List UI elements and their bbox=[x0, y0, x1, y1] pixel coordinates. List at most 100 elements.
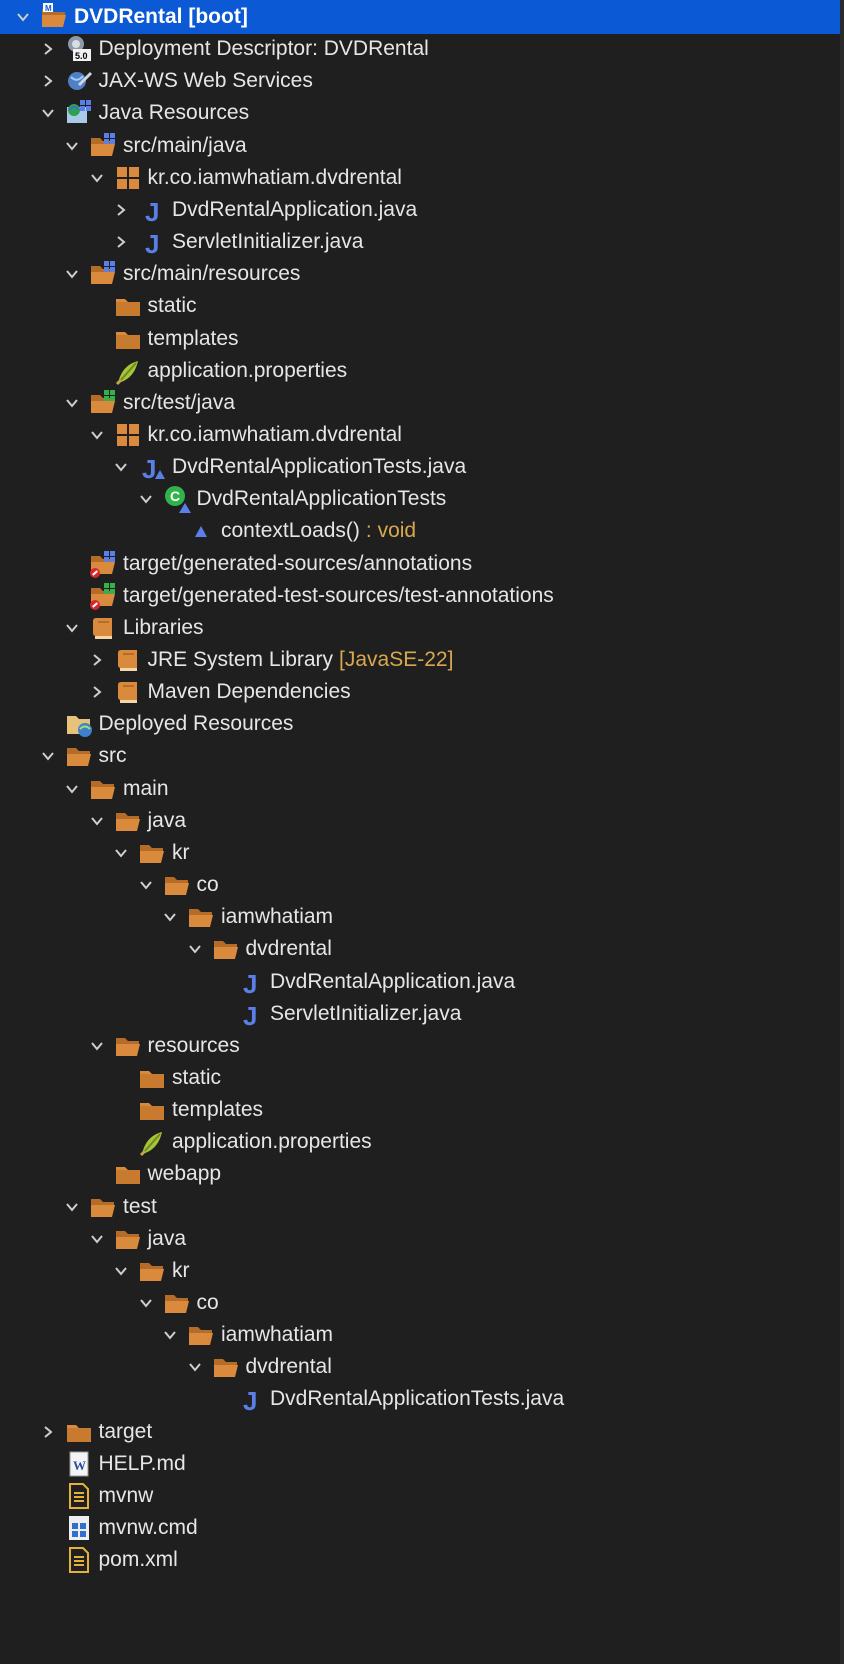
tree-item-target-generated-test-sources[interactable]: target/generated-test-sources/test-annot… bbox=[0, 579, 844, 613]
tree-item-src-main-java[interactable]: src/main/java bbox=[0, 129, 844, 163]
chevron-right-icon[interactable] bbox=[37, 38, 59, 60]
tree-item-project-dvdrental[interactable]: M DVDRental [boot] bbox=[0, 0, 844, 34]
tree-item-src-test-java[interactable]: src/test/java bbox=[0, 386, 844, 420]
missing-source-folder-icon bbox=[89, 550, 117, 578]
tree-item-folder-resources-static[interactable]: static bbox=[0, 1061, 844, 1095]
project-folder-icon: M bbox=[40, 3, 68, 31]
chevron-down-icon[interactable] bbox=[135, 1292, 157, 1314]
tree-item-deployed-resources[interactable]: Deployed Resources bbox=[0, 707, 844, 741]
tree-item-src-main-resources[interactable]: src/main/resources bbox=[0, 257, 844, 291]
java-file-test-icon: J bbox=[138, 453, 166, 484]
deployment-descriptor-icon: 5.0 bbox=[65, 35, 93, 63]
tree-item-folder-main[interactable]: main bbox=[0, 772, 844, 806]
tree-item-file-mvnw-cmd[interactable]: mvnw.cmd bbox=[0, 1511, 844, 1545]
tree-item-label: JRE System Library bbox=[147, 648, 334, 671]
tree-item-folder-test-java[interactable]: java bbox=[0, 1222, 844, 1256]
tree-item-maven-dependencies[interactable]: Maven Dependencies bbox=[0, 675, 844, 709]
tree-item-libraries[interactable]: Libraries bbox=[0, 611, 844, 645]
chevron-right-icon[interactable] bbox=[110, 231, 132, 253]
tree-item-folder-webapp[interactable]: webapp bbox=[0, 1157, 844, 1191]
tree-item-folder-main-dvdrental[interactable]: dvdrental bbox=[0, 932, 844, 966]
chevron-down-icon[interactable] bbox=[110, 1260, 132, 1282]
tree-item-folder-test-co[interactable]: co bbox=[0, 1286, 844, 1320]
tree-item-label: DVDRental [boot] bbox=[74, 5, 248, 28]
tree-item-folder-templates[interactable]: templates bbox=[0, 322, 844, 356]
tree-item-package-test[interactable]: kr.co.iamwhatiam.dvdrental bbox=[0, 418, 844, 452]
chevron-down-icon[interactable] bbox=[86, 167, 108, 189]
tree-item-folder-static[interactable]: static bbox=[0, 289, 844, 323]
java-file-icon: J bbox=[236, 1000, 264, 1031]
tree-item-label: test bbox=[123, 1194, 157, 1218]
chevron-right-icon[interactable] bbox=[37, 1421, 59, 1443]
tree-item-folder-test-kr[interactable]: kr bbox=[0, 1254, 844, 1288]
tree-item-folder-src[interactable]: src bbox=[0, 739, 844, 773]
chevron-right-icon[interactable] bbox=[110, 199, 132, 221]
method-icon bbox=[187, 517, 215, 545]
tree-item-file-application-properties[interactable]: application.properties bbox=[0, 354, 844, 388]
tree-item-jax-ws-web-services[interactable]: JAX-WS Web Services bbox=[0, 64, 844, 98]
chevron-down-icon[interactable] bbox=[110, 842, 132, 864]
tree-item-label: HELP.md bbox=[98, 1451, 186, 1475]
chevron-down-icon[interactable] bbox=[86, 1035, 108, 1057]
chevron-down-icon[interactable] bbox=[61, 135, 83, 157]
tree-item-folder-test[interactable]: test bbox=[0, 1190, 844, 1224]
chevron-down-icon[interactable] bbox=[61, 778, 83, 800]
tree-item-java-resources[interactable]: Java Resources bbox=[0, 96, 844, 130]
tree-item-file-pom-xml[interactable]: pom.xml bbox=[0, 1543, 844, 1577]
tree-item-method-contextloads[interactable]: contextLoads(): void bbox=[0, 514, 844, 548]
chevron-down-icon[interactable] bbox=[135, 488, 157, 510]
chevron-down-icon[interactable] bbox=[86, 810, 108, 832]
tree-item-folder-main-java[interactable]: java bbox=[0, 804, 844, 838]
tree-item-label: static bbox=[172, 1065, 222, 1089]
tree-item-folder-main-kr[interactable]: kr bbox=[0, 836, 844, 870]
chevron-down-icon[interactable] bbox=[61, 392, 83, 414]
tree-item-folder-main-co[interactable]: co bbox=[0, 868, 844, 902]
chevron-down-icon[interactable] bbox=[184, 938, 206, 960]
chevron-down-icon[interactable] bbox=[61, 617, 83, 639]
scrollbar-track[interactable] bbox=[840, 0, 844, 1664]
tree-item-decoration: [JavaSE-22] bbox=[339, 648, 454, 671]
tree-item-folder-main-iamwhatiam[interactable]: iamwhatiam bbox=[0, 900, 844, 934]
chevron-down-icon[interactable] bbox=[37, 745, 59, 767]
tree-item-folder-resources[interactable]: resources bbox=[0, 1029, 844, 1063]
chevron-right-icon[interactable] bbox=[86, 649, 108, 671]
tree-item-jre-system-library[interactable]: JRE System Library[JavaSE-22] bbox=[0, 643, 844, 677]
chevron-down-icon[interactable] bbox=[12, 6, 34, 28]
tree-item-folder-target[interactable]: target bbox=[0, 1415, 844, 1449]
chevron-down-icon[interactable] bbox=[184, 1356, 206, 1378]
tree-item-folder-resources-templates[interactable]: templates bbox=[0, 1093, 844, 1127]
chevron-down-icon[interactable] bbox=[86, 1228, 108, 1250]
chevron-down-icon[interactable] bbox=[61, 263, 83, 285]
tree-item-label: DvdRentalApplication.java bbox=[172, 197, 418, 221]
tree-item-folder-test-dvdrental[interactable]: dvdrental bbox=[0, 1350, 844, 1384]
chevron-down-icon[interactable] bbox=[37, 102, 59, 124]
tree-item-decoration: : void bbox=[365, 519, 417, 543]
folder-open-icon bbox=[114, 1032, 142, 1060]
tree-item-package-main[interactable]: kr.co.iamwhatiam.dvdrental bbox=[0, 161, 844, 195]
text-file-icon bbox=[65, 1546, 93, 1574]
chevron-down-icon[interactable] bbox=[159, 906, 181, 928]
tree-item-target-generated-sources[interactable]: target/generated-sources/annotations bbox=[0, 547, 844, 581]
chevron-down-icon[interactable] bbox=[86, 424, 108, 446]
chevron-down-icon[interactable] bbox=[135, 874, 157, 896]
tree-item-raw-application-properties[interactable]: application.properties bbox=[0, 1125, 844, 1159]
tree-item-label: target bbox=[98, 1419, 153, 1443]
folder-open-icon bbox=[187, 903, 215, 931]
tree-item-file-mvnw[interactable]: mvnw bbox=[0, 1479, 844, 1513]
chevron-down-icon[interactable] bbox=[61, 1196, 83, 1218]
chevron-down-icon[interactable] bbox=[159, 1324, 181, 1346]
chevron-right-icon[interactable] bbox=[37, 70, 59, 92]
folder-open-icon bbox=[163, 871, 191, 899]
chevron-down-icon[interactable] bbox=[110, 456, 132, 478]
tree-item-folder-test-iamwhatiam[interactable]: iamwhatiam bbox=[0, 1318, 844, 1352]
chevron-right-icon[interactable] bbox=[86, 681, 108, 703]
